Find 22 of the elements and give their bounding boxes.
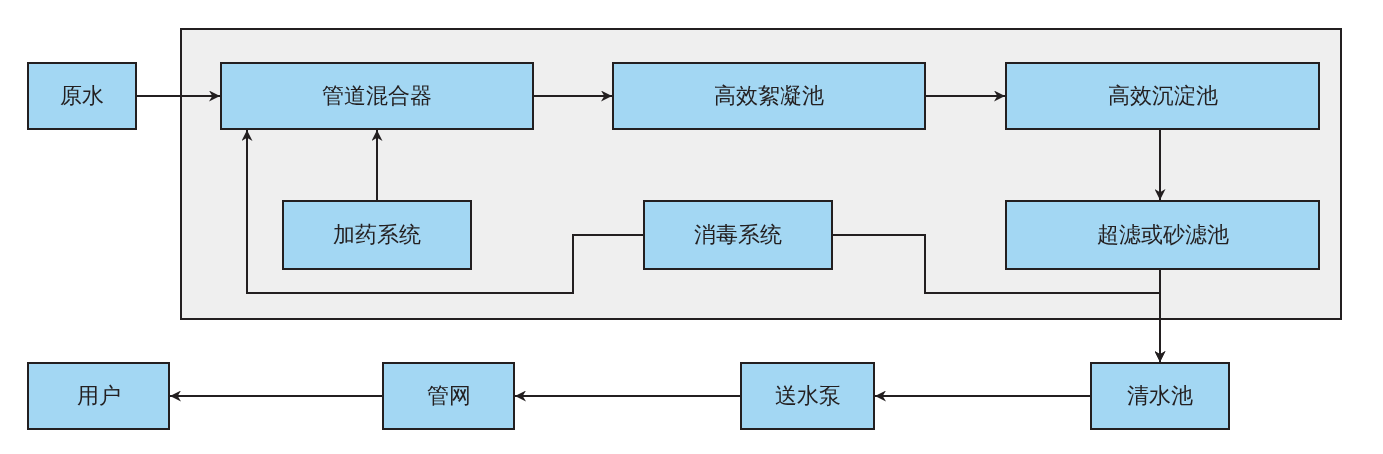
arrow	[241, 129, 644, 294]
process-box: 送水泵	[740, 362, 875, 430]
arrow	[533, 90, 613, 102]
arrow	[874, 390, 1091, 402]
process-box: 超滤或砂滤池	[1005, 200, 1320, 270]
process-box: 管网	[382, 362, 515, 430]
arrow	[371, 129, 383, 201]
process-box: 清水池	[1090, 362, 1230, 430]
panel-background	[180, 28, 1342, 320]
arrow	[925, 90, 1006, 102]
arrow	[136, 90, 221, 102]
process-box: 高效絮凝池	[612, 62, 926, 130]
process-box: 加药系统	[282, 200, 472, 270]
arrow	[1154, 129, 1166, 201]
arrow	[169, 390, 383, 402]
process-box: 用户	[27, 362, 170, 430]
arrow	[1154, 269, 1166, 363]
process-box: 高效沉淀池	[1005, 62, 1320, 130]
process-box: 原水	[27, 62, 137, 130]
arrow	[514, 390, 741, 402]
process-box: 管道混合器	[220, 62, 534, 130]
process-box: 消毒系统	[643, 200, 833, 270]
